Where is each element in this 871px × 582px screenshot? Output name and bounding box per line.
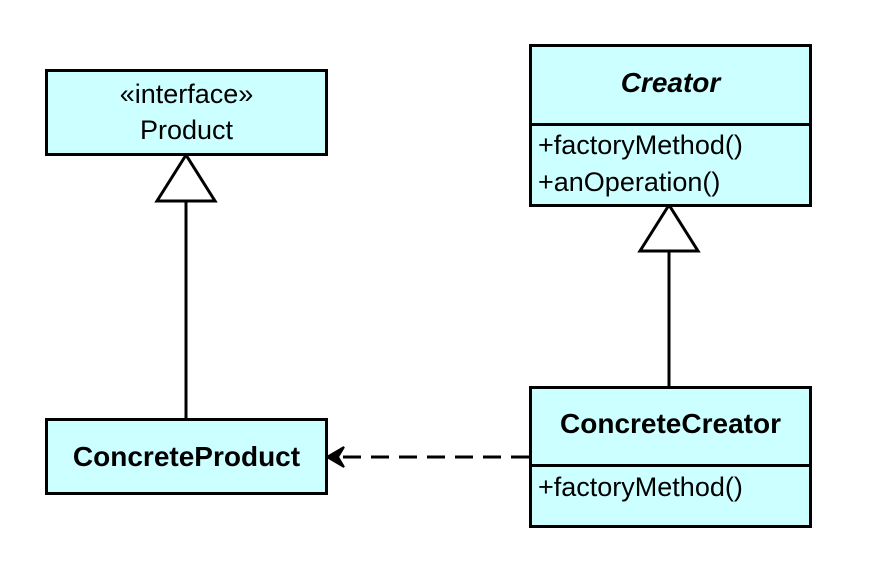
creator-class-box: Creator +factoryMethod() +anOperation() xyxy=(529,44,812,207)
dependency-arrowhead xyxy=(325,446,345,468)
creator-operation-factory-method: +factoryMethod() xyxy=(538,130,743,160)
creator-generalization-arrowhead xyxy=(637,202,701,253)
concrete-creator-name-compartment: ConcreteCreator xyxy=(532,389,809,467)
concrete-creator-name: ConcreteCreator xyxy=(560,408,781,439)
concrete-creator-operation-factory-method: +factoryMethod() xyxy=(538,472,743,502)
product-stereotype: «interface» xyxy=(119,79,254,109)
product-interface-box: «interface» Product xyxy=(45,69,328,156)
concrete-product-name: ConcreteProduct xyxy=(72,441,301,472)
product-generalization-arrowhead xyxy=(154,152,218,203)
creator-name-compartment: Creator xyxy=(532,47,809,126)
creator-operation-an-operation: +anOperation() xyxy=(538,167,721,197)
product-name: Product xyxy=(139,115,234,145)
creator-name: Creator xyxy=(620,67,721,98)
concrete-creator-class-box: ConcreteCreator +factoryMethod() xyxy=(529,386,812,528)
concrete-product-box: ConcreteProduct xyxy=(45,418,328,495)
